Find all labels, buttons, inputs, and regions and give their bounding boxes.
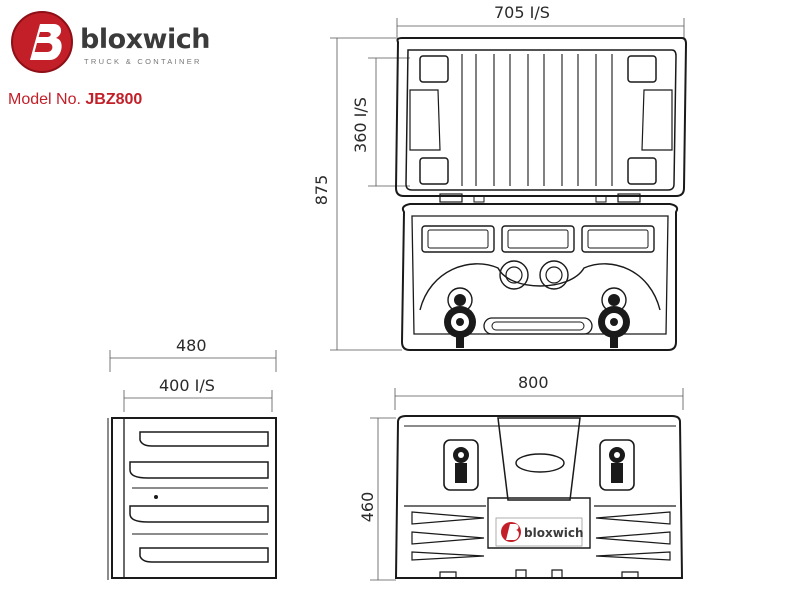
- dim-depth-outer: 480: [176, 336, 207, 355]
- brand-tagline: TRUCK & CONTAINER: [84, 57, 202, 66]
- lock-icon: [443, 439, 479, 491]
- model-value: JBZ800: [85, 91, 143, 108]
- lock-icon: [599, 439, 635, 491]
- top-view-lid: [394, 37, 688, 203]
- brand-name: bloxwich: [80, 24, 210, 55]
- top-view-body: [400, 203, 679, 351]
- lock-icon: [598, 287, 630, 348]
- front-view: [394, 415, 684, 579]
- bloxwich-logo-icon: [11, 11, 73, 73]
- lid-emblem-icon: [515, 453, 565, 473]
- dim-open-width: 705 I/S: [494, 3, 550, 22]
- front-badge: bloxwich: [495, 517, 584, 547]
- side-view-pin: [154, 495, 158, 499]
- lock-icon: [444, 287, 476, 348]
- brand-logo: bloxwich TRUCK & CONTAINER Model No. JBZ…: [8, 8, 238, 118]
- side-view: [107, 417, 277, 580]
- dim-front-width: 800: [518, 373, 549, 392]
- model-number: Model No. JBZ800: [8, 91, 142, 109]
- dimension-lines: [109, 18, 685, 581]
- dim-depth-inner: 400 I/S: [159, 376, 215, 395]
- badge-brand-text: bloxwich: [524, 526, 584, 540]
- model-label: Model No.: [8, 91, 81, 108]
